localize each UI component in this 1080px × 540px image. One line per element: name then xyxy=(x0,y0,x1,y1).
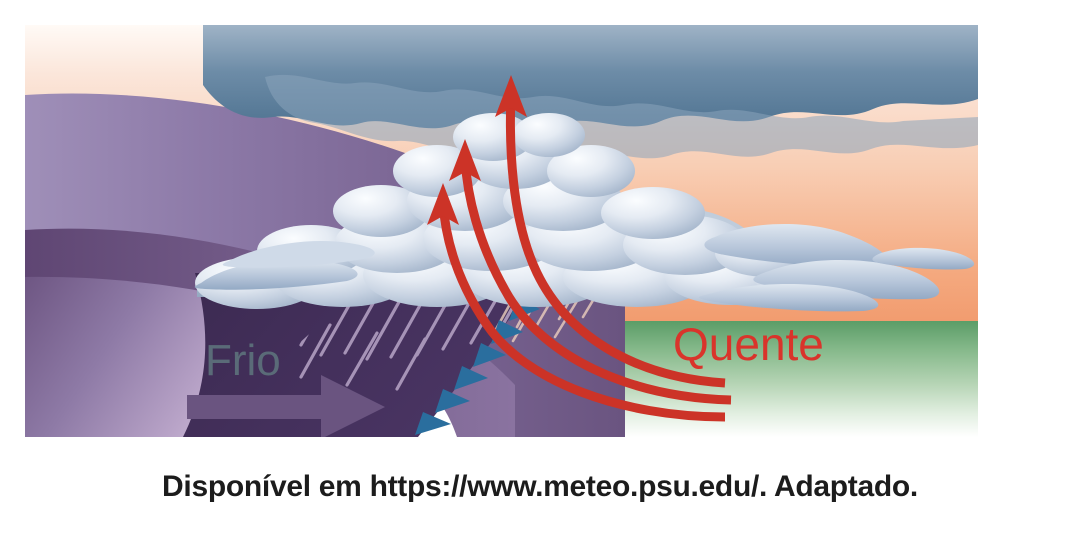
warm-air-label: Quente xyxy=(673,318,824,370)
cold-front-illustration: Frio Quente xyxy=(25,25,978,437)
updraft-arrow-2 xyxy=(460,158,732,405)
updraft-arrow-3 xyxy=(505,94,726,388)
updraft-arrow-1 xyxy=(438,202,726,422)
cumulonimbus-anvil xyxy=(203,25,978,159)
updraft-arrowheads xyxy=(427,75,527,225)
cold-air-label: Frio xyxy=(205,336,281,385)
figure-panel: Frio Quente xyxy=(25,25,978,437)
updraft-arrows xyxy=(438,94,732,422)
figure-caption: Disponível em https://www.meteo.psu.edu/… xyxy=(162,470,918,503)
cold-air-advance-arrow xyxy=(187,375,385,437)
cloud-wisps-left xyxy=(194,241,375,290)
cloud-wisps-right xyxy=(698,224,975,312)
